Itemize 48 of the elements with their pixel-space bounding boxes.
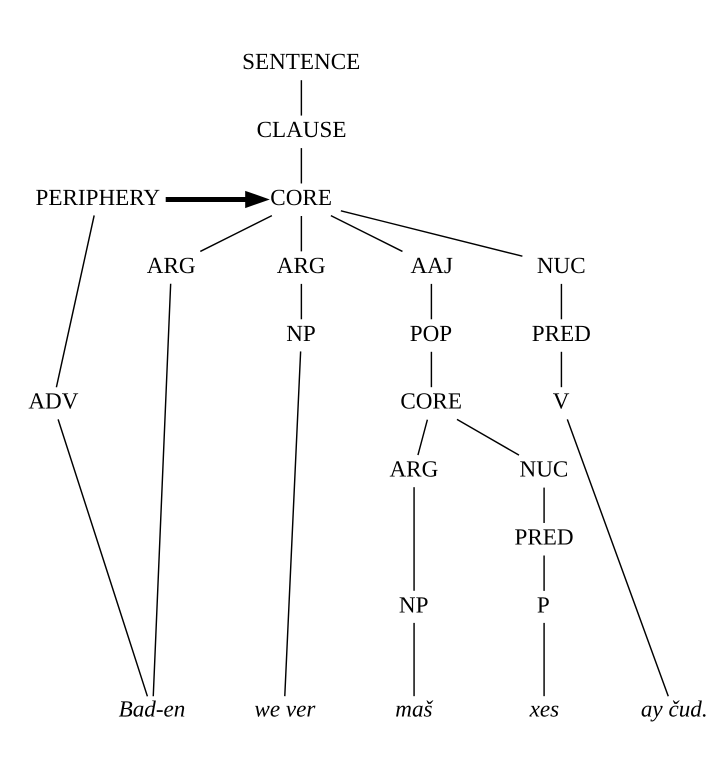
connector xyxy=(417,420,428,456)
node-text: P xyxy=(536,591,550,618)
connector xyxy=(413,487,415,591)
node-text: xes xyxy=(530,695,560,722)
node-text: Bad-en xyxy=(118,695,186,722)
node-text: ARG xyxy=(276,252,326,278)
node-text: AAJ xyxy=(410,252,453,278)
connector xyxy=(543,488,545,523)
connector xyxy=(200,215,272,252)
node-text: we ver xyxy=(254,695,316,722)
connector xyxy=(340,210,523,257)
node-text: CORE xyxy=(400,388,462,414)
node-text: ay čud. xyxy=(640,695,708,722)
node-text: NP xyxy=(398,591,428,618)
node-text: CORE xyxy=(270,184,332,210)
connector xyxy=(430,284,432,320)
node-text: NUC xyxy=(536,252,586,278)
node-text: SENTENCE xyxy=(242,48,360,74)
connector xyxy=(566,419,669,697)
connector xyxy=(456,418,520,456)
node-text: NUC xyxy=(520,456,568,482)
connector xyxy=(560,284,562,320)
connector xyxy=(413,622,415,696)
node-text: ARG xyxy=(390,456,438,482)
connector xyxy=(300,148,302,184)
node-text: PRED xyxy=(514,523,574,550)
node-text: POP xyxy=(410,320,452,346)
connector xyxy=(543,622,545,696)
node-text: PRED xyxy=(532,320,591,346)
connector xyxy=(560,352,562,388)
connector xyxy=(300,284,302,320)
node-text: PERIPHERY xyxy=(36,184,160,210)
connector xyxy=(57,419,148,697)
connector xyxy=(430,352,432,388)
connector xyxy=(152,284,172,696)
connector xyxy=(330,215,403,252)
node-text: ADV xyxy=(28,388,78,414)
node-text: NP xyxy=(286,320,316,346)
connector xyxy=(543,556,545,591)
connector xyxy=(300,80,302,116)
arrow xyxy=(166,190,270,208)
node-text: V xyxy=(552,388,570,414)
node-text: ARG xyxy=(146,252,196,278)
connector xyxy=(284,351,302,696)
connector xyxy=(300,216,302,252)
connector xyxy=(56,215,95,388)
node-text: maš xyxy=(395,695,433,722)
node-text: CLAUSE xyxy=(256,116,346,142)
